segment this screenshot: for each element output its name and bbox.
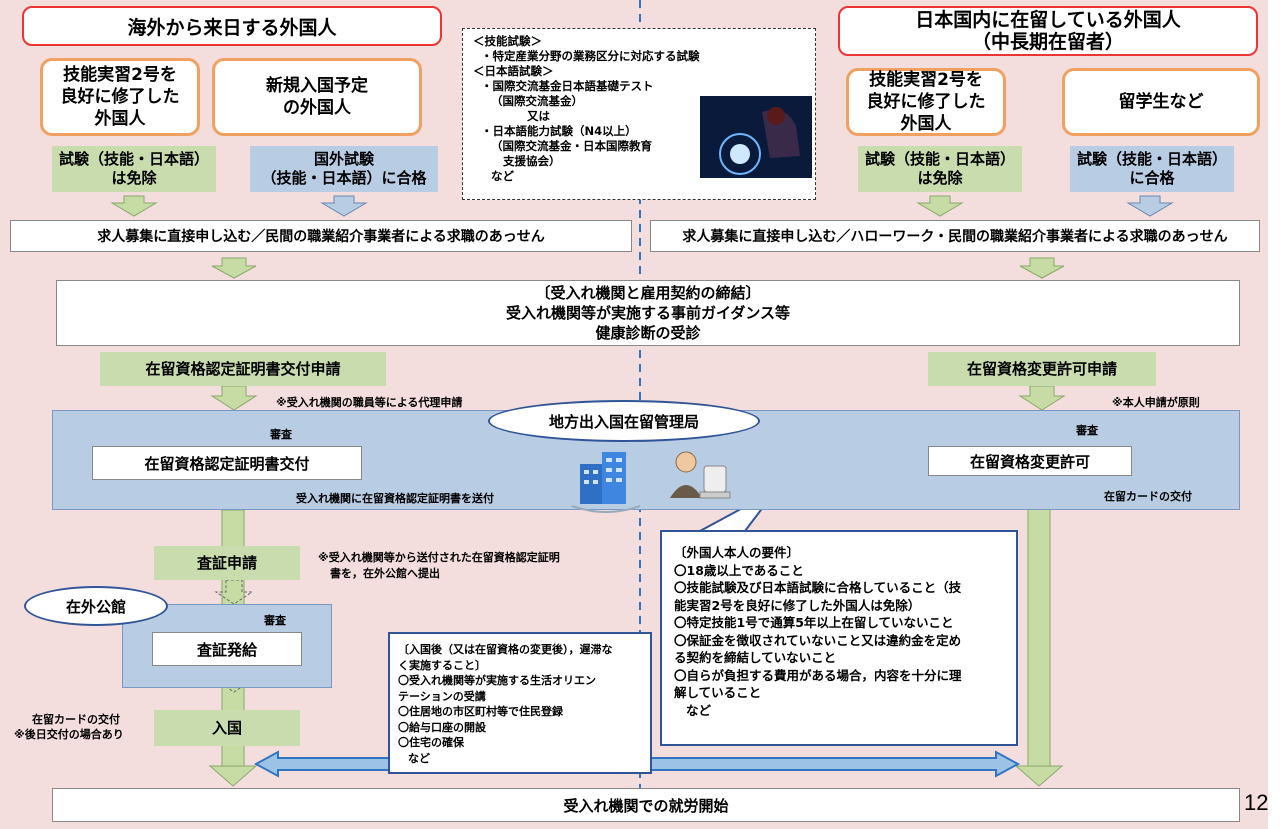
work-start-bar: 受入れ機関での就労開始	[52, 788, 1240, 822]
visa-apply: 査証申請	[154, 546, 300, 580]
left-shaft-head	[208, 765, 258, 787]
right-orange-trainee: 技能実習2号を良好に修了した外国人	[846, 68, 1006, 136]
down-arrows	[110, 195, 1066, 411]
officer-icon	[670, 451, 731, 499]
left-pass: 国外試験（技能・日本語）に合格	[250, 146, 438, 192]
immigration-oval: 地方出入国在留管理局	[488, 400, 760, 442]
embassy-review-label: 審査	[264, 614, 286, 627]
left-orange-new: 新規入国予定の外国人	[212, 58, 422, 136]
left-exempt: 試験（技能・日本語）は免除	[52, 146, 216, 192]
right-exempt: 試験（技能・日本語）は免除	[858, 146, 1022, 192]
right-review-label: 審査	[1076, 424, 1098, 437]
send-note: 受入れ機関に在留資格認定証明書を送付	[296, 492, 494, 505]
left-header: 海外から来日する外国人	[22, 6, 442, 46]
card-note-right: 在留カードの交付	[1104, 490, 1192, 503]
left-issue: 在留資格認定証明書交付	[92, 446, 362, 480]
right-issue: 在留資格変更許可	[928, 446, 1132, 476]
right-job-bar: 求人募集に直接申し込む／ハローワーク・民間の職業紹介事業者による求職のあっせん	[650, 220, 1260, 252]
requirements-box: 〔外国人本人の要件〕 〇18歳以上であること 〇技能試験及び日本語試験に合格して…	[660, 530, 1018, 746]
contract-box: 〔受入れ機関と雇用契約の締結〕受入れ機関等が実施する事前ガイダンス等健康診断の受…	[56, 280, 1240, 346]
page-number: 12	[1244, 790, 1269, 815]
right-apply: 在留資格変更許可申請	[928, 352, 1156, 386]
left-orange-trainee: 技能実習2号を良好に修了した外国人	[40, 58, 200, 136]
blue-down-arrows	[320, 195, 1174, 217]
entry: 入国	[154, 710, 300, 746]
right-shaft-head	[1014, 765, 1064, 787]
left-job-bar: 求人募集に直接申し込む／民間の職業紹介事業者による求職のあっせん	[10, 220, 632, 252]
visa-apply-note: ※受入れ機関等から送付された在留資格認定証明書を，在外公館へ提出	[318, 551, 560, 580]
welder-illustration	[700, 96, 812, 178]
visa-issue: 査証発給	[152, 632, 302, 666]
left-apply-note: ※受入れ機関の職員等による代理申請	[276, 396, 463, 409]
after-entry-box: 〔入国後（又は在留資格の変更後），遅滞な く実施すること〕 〇受入れ機関等が実施…	[388, 632, 652, 774]
left-review-label: 審査	[270, 428, 292, 441]
right-shaft	[1027, 469, 1051, 773]
right-orange-student: 留学生など	[1062, 68, 1260, 136]
right-pass: 試験（技能・日本語）に合格	[1070, 146, 1234, 192]
left-apply: 在留資格認定証明書交付申請	[100, 352, 386, 386]
embassy-oval: 在外公館	[24, 586, 168, 626]
right-header: 日本国内に在留している外国人（中長期在留者）	[838, 6, 1258, 56]
card-note-left: 在留カードの交付※後日交付の場合あり	[14, 713, 124, 741]
right-apply-note: ※本人申請が原則	[1112, 396, 1200, 409]
building-icon	[571, 452, 641, 513]
